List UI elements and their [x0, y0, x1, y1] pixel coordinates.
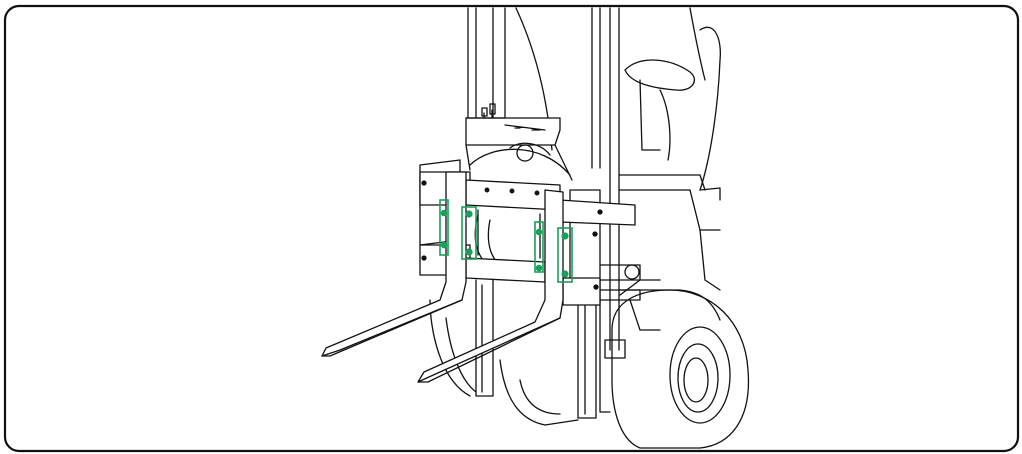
rear-wheel-right	[499, 359, 579, 426]
left-fork-hanger	[461, 206, 477, 260]
left-bracket	[439, 199, 449, 256]
front-wheel	[611, 289, 750, 449]
rear-wheel-left	[429, 299, 477, 397]
rotator-top	[465, 103, 573, 181]
left-fork	[321, 171, 467, 357]
side-cylinder	[594, 264, 641, 359]
right-bracket	[534, 221, 544, 273]
mast	[467, 7, 620, 419]
right-fork	[417, 189, 564, 383]
right-fork-hanger	[557, 227, 573, 283]
frame-border	[3, 4, 1020, 453]
carriage-right	[559, 189, 636, 306]
